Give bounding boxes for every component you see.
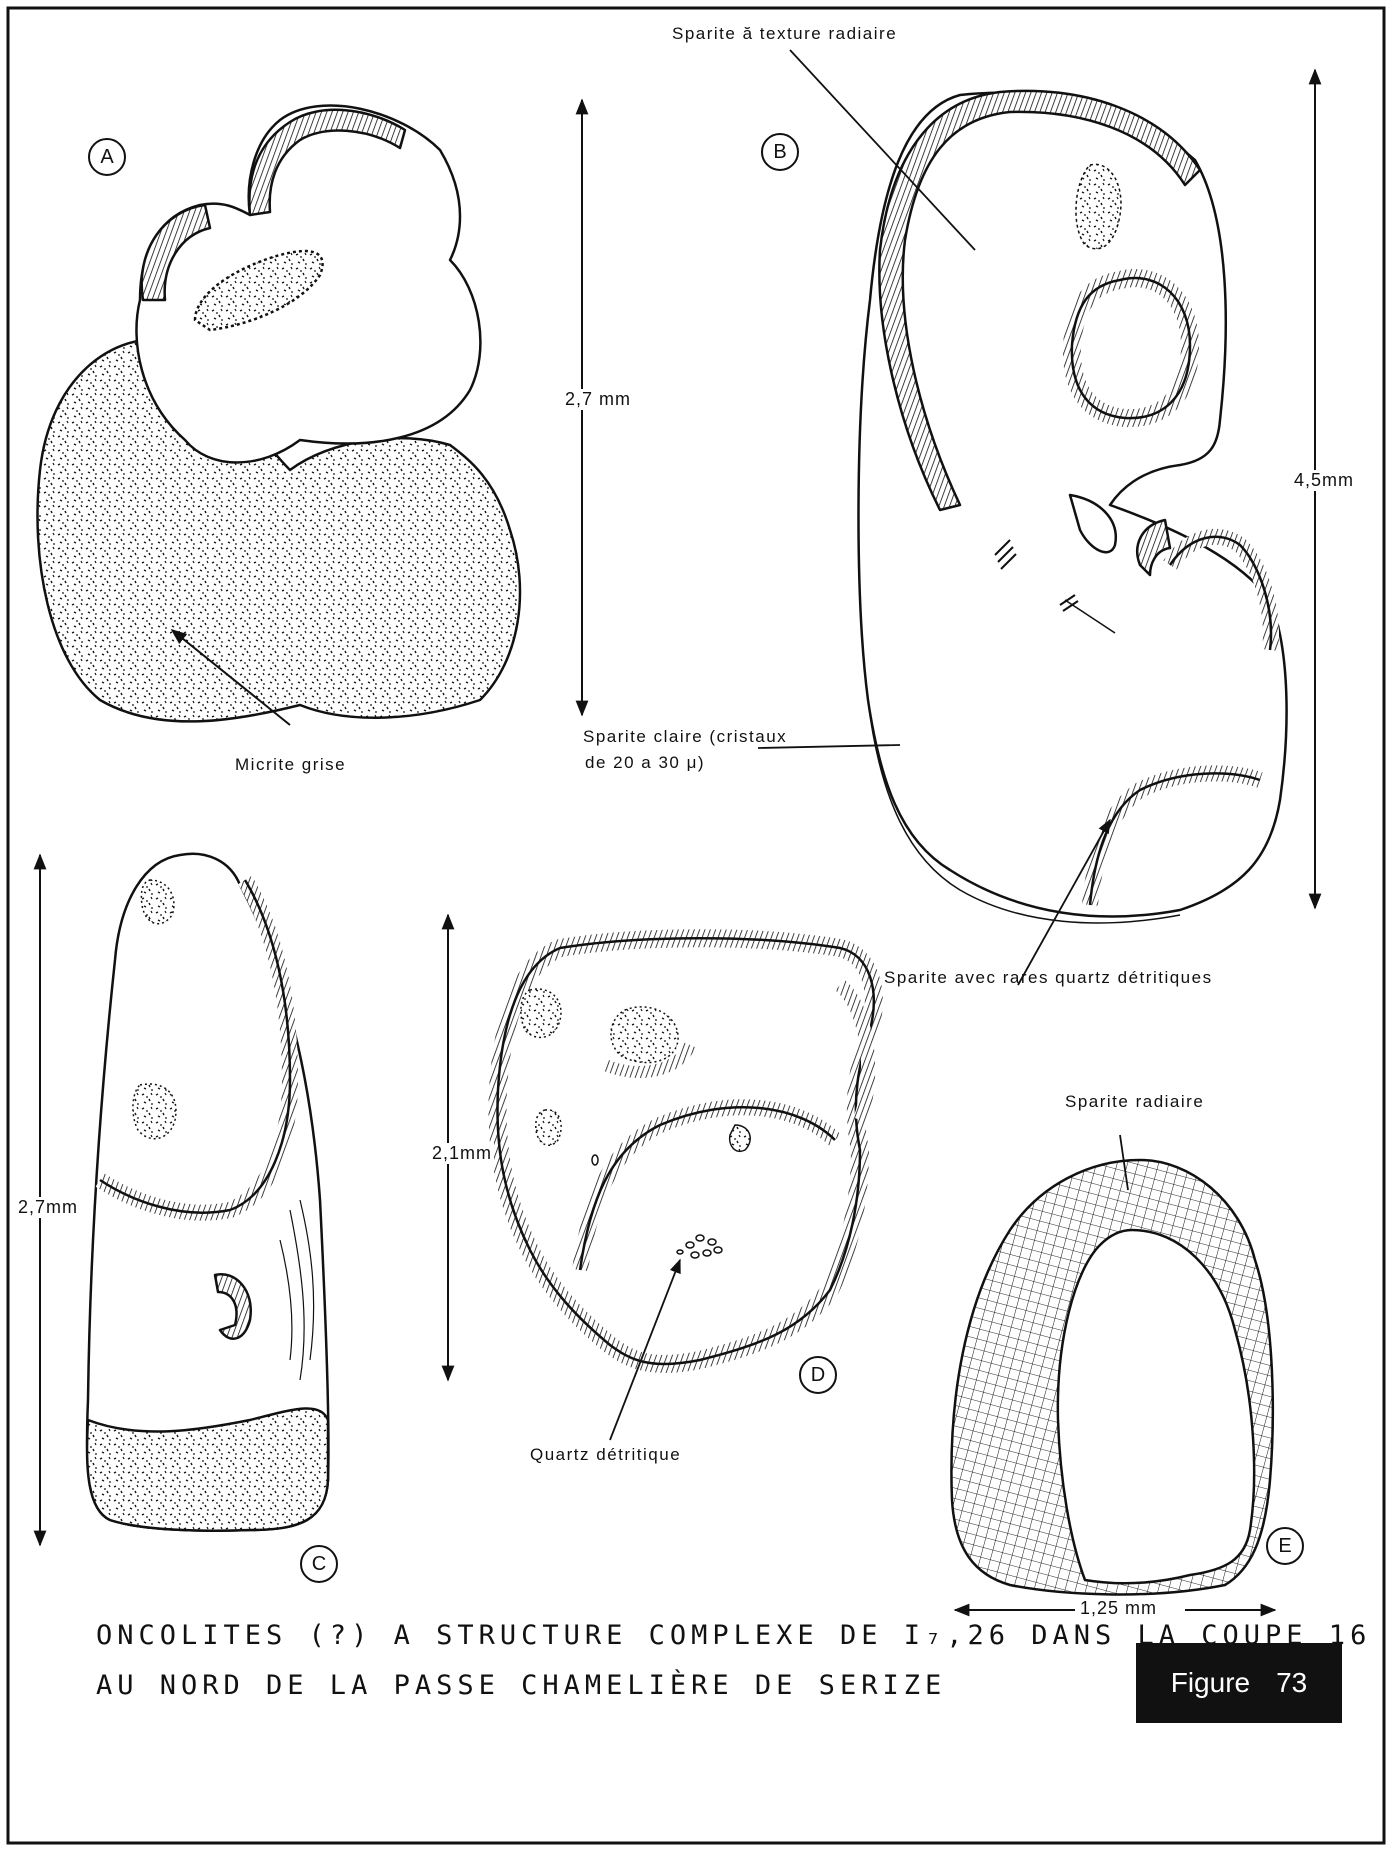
oncolite-c bbox=[87, 854, 328, 1531]
label-micrite-grise: Micrite grise bbox=[235, 755, 346, 775]
label-sparite-radiaire: Sparite radiaire bbox=[1065, 1092, 1204, 1112]
panel-label-b: B bbox=[761, 133, 799, 171]
figure-number-box: Figure 73 bbox=[1136, 1643, 1342, 1723]
label-sparite-quartz: Sparite avec rares quartz détritiques bbox=[884, 968, 1213, 988]
figure-word: Figure bbox=[1171, 1667, 1250, 1699]
panel-label-d: D bbox=[799, 1356, 837, 1394]
measure-e-value: 1,25 mm bbox=[1078, 1598, 1159, 1619]
label-sparite-radiaire-texture: Sparite ă texture radiaire bbox=[672, 24, 897, 44]
label-sparite-claire-line1: Sparite claire (cristaux bbox=[583, 727, 787, 747]
oncolite-e bbox=[951, 1160, 1272, 1594]
caption-line-2: AU NORD DE LA PASSE CHAMELIÈRE DE SERIZE bbox=[96, 1670, 946, 1701]
panel-label-a: A bbox=[88, 138, 126, 176]
measure-c-value: 2,7mm bbox=[16, 1197, 80, 1218]
oncolite-d bbox=[497, 938, 873, 1364]
panel-label-e: E bbox=[1266, 1527, 1304, 1565]
measure-a-value: 2,7 mm bbox=[563, 389, 633, 410]
figure-number: 73 bbox=[1276, 1667, 1307, 1699]
label-quartz-detritique: Quartz détritique bbox=[530, 1445, 681, 1465]
label-sparite-claire-line2: de 20 a 30 μ) bbox=[585, 753, 705, 773]
oncolite-a bbox=[38, 106, 521, 722]
measure-b-value: 4,5mm bbox=[1292, 470, 1356, 491]
panel-label-c: C bbox=[300, 1545, 338, 1583]
measure-d-value: 2,1mm bbox=[430, 1143, 494, 1164]
oncolite-b bbox=[858, 91, 1286, 923]
